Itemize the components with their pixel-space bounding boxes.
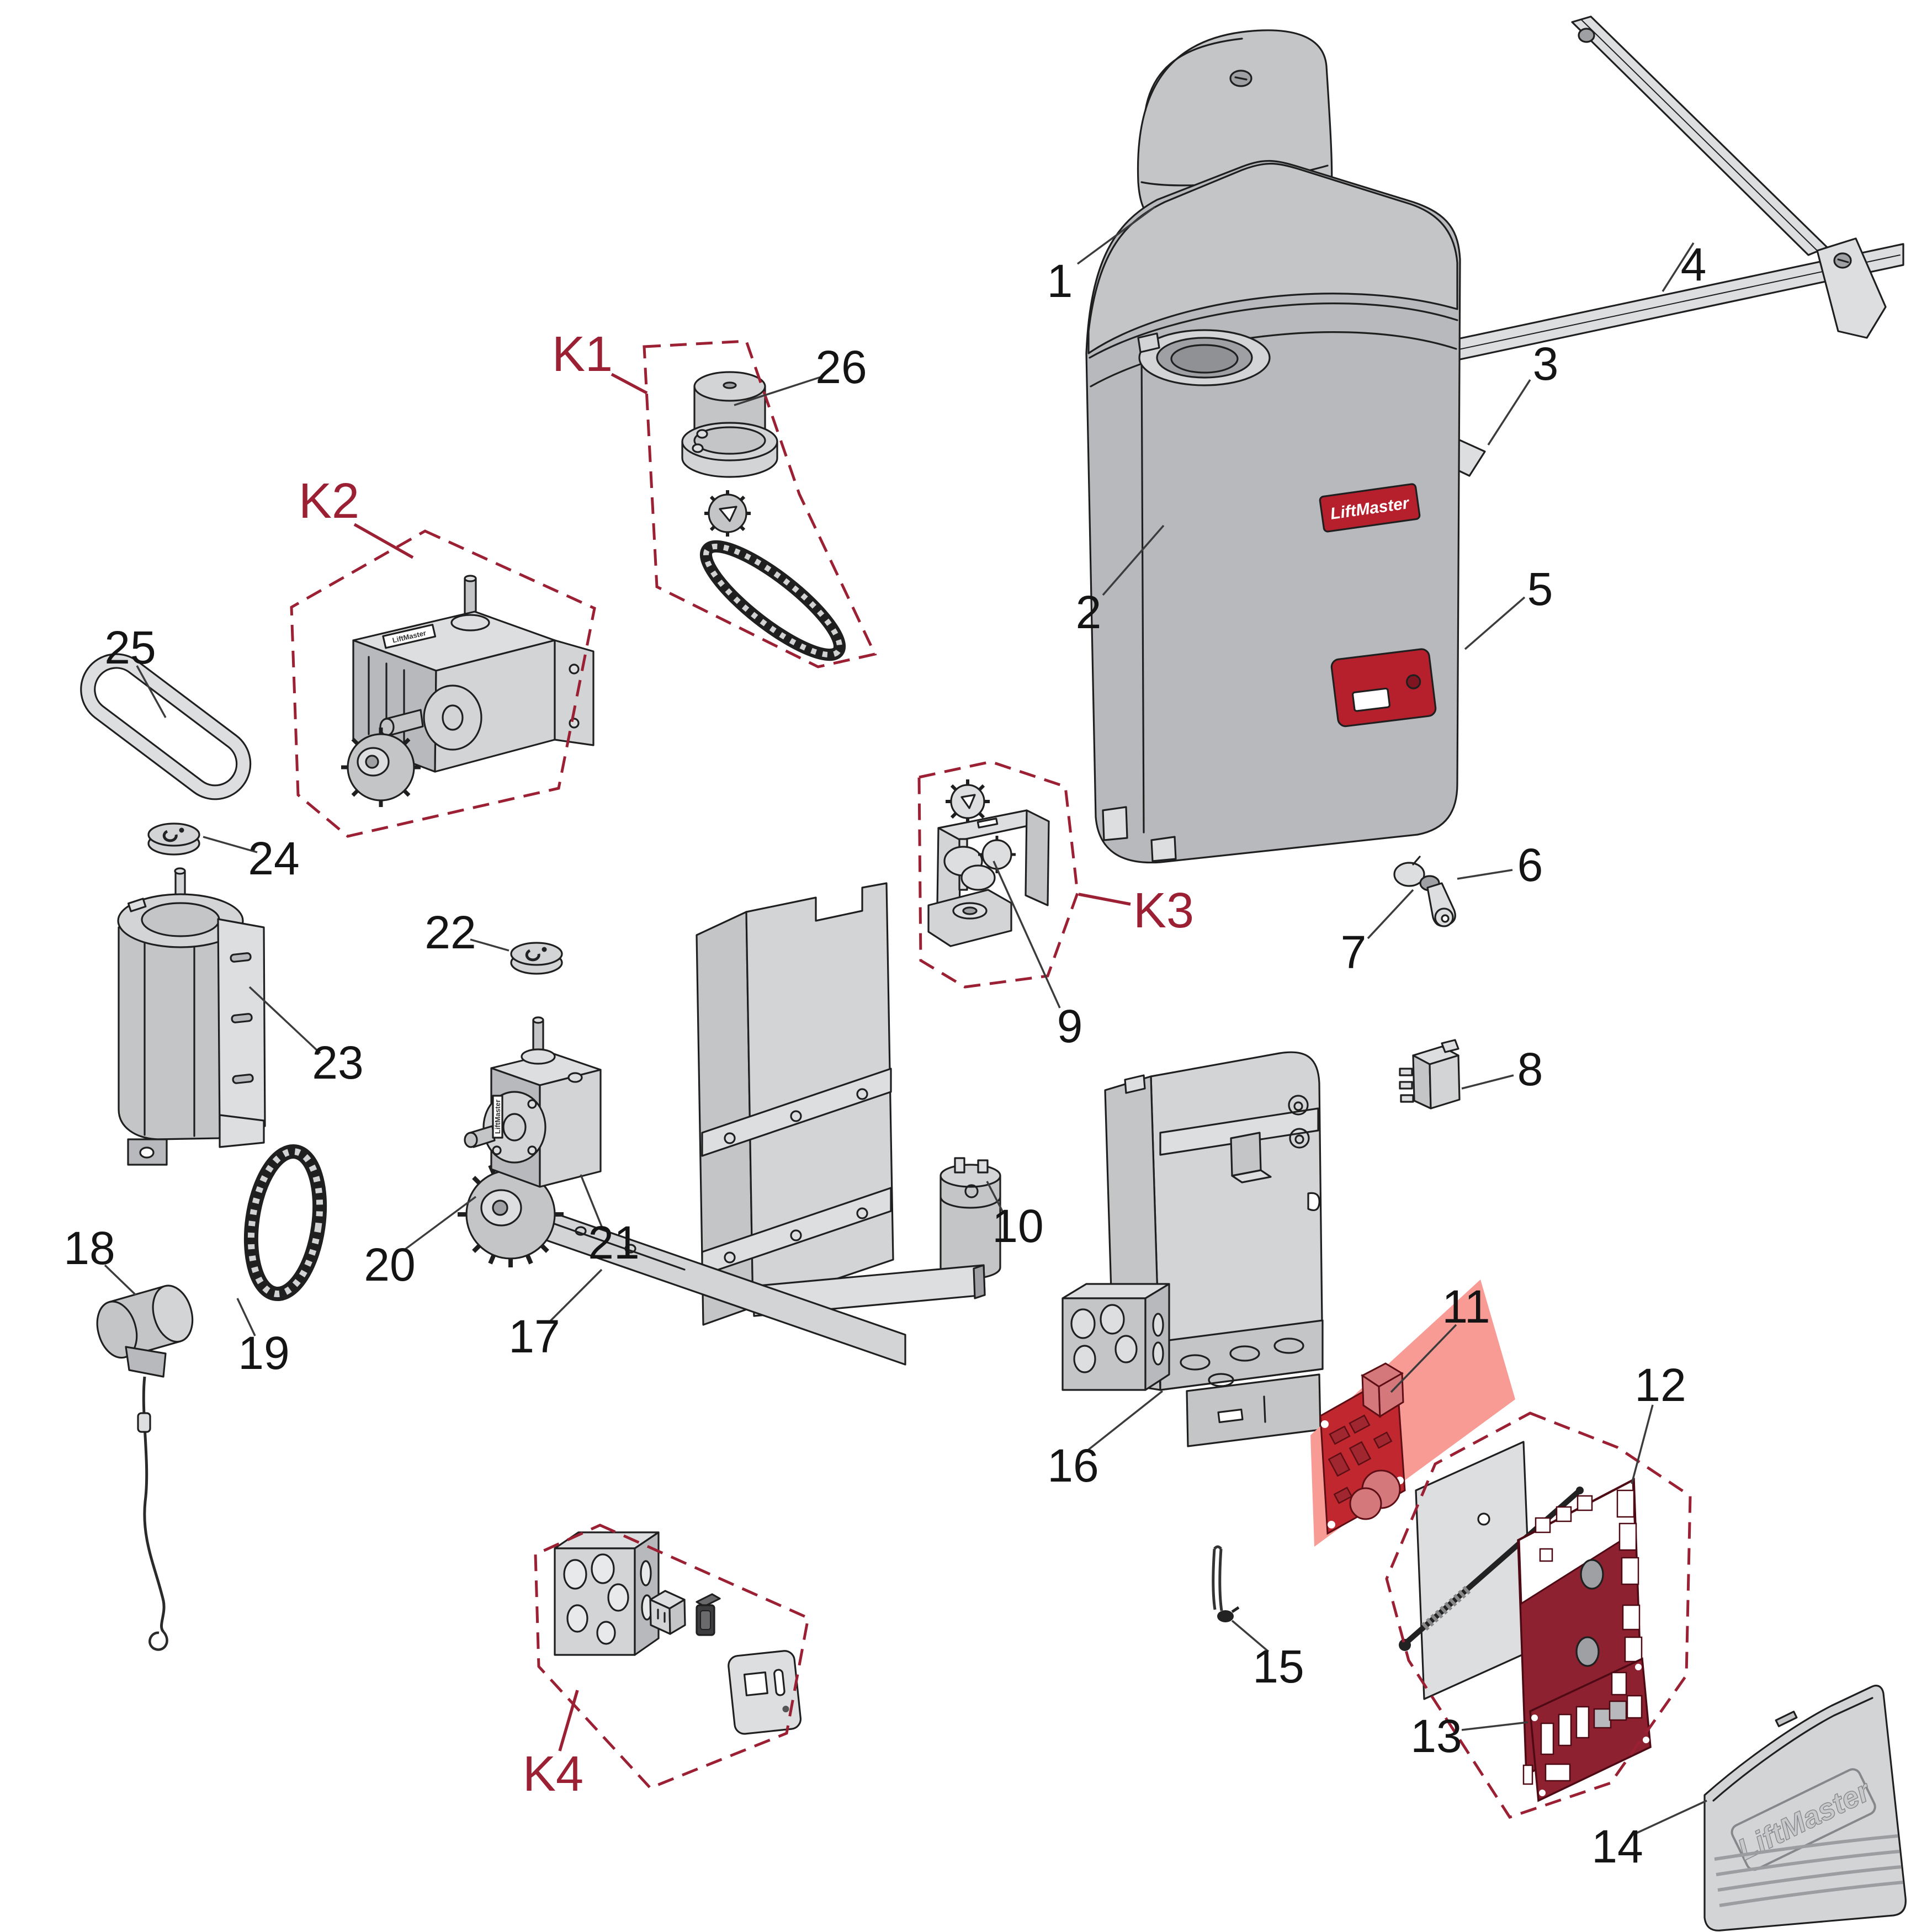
part-label-20: 20 bbox=[364, 1239, 415, 1291]
leader-23 bbox=[248, 986, 321, 1054]
kit-label-k1: K1 bbox=[552, 327, 613, 382]
leader-20 bbox=[402, 1196, 477, 1252]
part-label-3: 3 bbox=[1533, 338, 1559, 390]
leader-17 bbox=[549, 1268, 603, 1323]
kit-label-k2: K2 bbox=[299, 474, 359, 529]
part-11-board bbox=[1319, 1362, 1406, 1535]
part-9-limit-assembly bbox=[927, 779, 1050, 947]
leader-6 bbox=[1457, 869, 1513, 880]
kit-label-k3: K3 bbox=[1133, 883, 1194, 938]
part-label-25: 25 bbox=[104, 622, 156, 673]
kit-labels: K1 K2 K3 K4 bbox=[299, 327, 1194, 1802]
part-25-belt bbox=[80, 653, 252, 800]
leader-2 bbox=[1102, 524, 1165, 596]
leader-16 bbox=[1087, 1390, 1164, 1451]
leader-k4 bbox=[558, 1690, 579, 1751]
part-label-10: 10 bbox=[992, 1200, 1043, 1252]
part-label-6: 6 bbox=[1517, 839, 1543, 891]
part-label-17: 17 bbox=[508, 1310, 560, 1362]
leader-21 bbox=[580, 1174, 603, 1227]
leader-15 bbox=[1231, 1620, 1270, 1653]
leader-5 bbox=[1464, 596, 1526, 650]
part-label-22: 22 bbox=[424, 906, 476, 958]
leader-1 bbox=[1076, 206, 1156, 265]
part-label-7: 7 bbox=[1341, 926, 1367, 978]
leader-lines bbox=[104, 206, 1707, 1835]
leader-14 bbox=[1634, 1800, 1707, 1835]
part-22-pulley bbox=[510, 942, 563, 975]
part-label-15: 15 bbox=[1252, 1641, 1304, 1692]
leader-10 bbox=[986, 1181, 1005, 1214]
part-24-pulley bbox=[147, 822, 200, 856]
leader-25 bbox=[136, 665, 167, 718]
part-19-chain bbox=[243, 1144, 327, 1302]
leader-19 bbox=[236, 1298, 256, 1336]
part-8-switch bbox=[1399, 1039, 1461, 1110]
part-23-motor bbox=[117, 867, 266, 1166]
kit-k2-boundary bbox=[290, 529, 596, 838]
part-14-cover: LiftMaster bbox=[1703, 1685, 1907, 1931]
part-label-9: 9 bbox=[1057, 1000, 1083, 1052]
part-12-plate bbox=[1399, 1441, 1584, 1700]
part-10-capacitor bbox=[940, 1157, 1001, 1280]
kit-k3-boundary bbox=[917, 760, 1079, 989]
part-label-23: 23 bbox=[312, 1037, 363, 1089]
leader-k2 bbox=[353, 523, 414, 559]
part-label-18: 18 bbox=[63, 1222, 115, 1274]
part-18-capacitor-wire bbox=[96, 1285, 194, 1651]
part-label-24: 24 bbox=[248, 832, 299, 884]
part-label-21: 21 bbox=[588, 1217, 639, 1268]
part-label-13: 13 bbox=[1410, 1710, 1462, 1762]
part-5-housing: LiftMaster bbox=[1085, 160, 1461, 864]
housing-access-panel bbox=[1330, 648, 1437, 728]
part-12-boundary bbox=[1385, 1411, 1692, 1819]
leader-22 bbox=[470, 938, 509, 952]
leader-11 bbox=[1390, 1324, 1457, 1393]
leader-9 bbox=[992, 861, 1061, 1009]
part-label-11: 11 bbox=[1442, 1281, 1490, 1333]
part-21-gearbox: LiftMaster bbox=[464, 1016, 602, 1188]
kit-k1-boundary bbox=[643, 339, 877, 668]
part-4-arm-rails bbox=[1358, 15, 1904, 382]
leader-k3 bbox=[1078, 893, 1131, 906]
leader-12 bbox=[1631, 1404, 1654, 1484]
leader-18 bbox=[104, 1264, 137, 1296]
part-label-2: 2 bbox=[1076, 586, 1102, 638]
part-label-14: 14 bbox=[1591, 1820, 1643, 1872]
leader-8 bbox=[1461, 1074, 1514, 1090]
housing-brand-badge: LiftMaster bbox=[1319, 483, 1421, 533]
leader-7 bbox=[1367, 889, 1414, 940]
part-label-16: 16 bbox=[1047, 1440, 1098, 1492]
part-label-4: 4 bbox=[1681, 238, 1707, 290]
leader-24 bbox=[203, 836, 258, 853]
leader-4 bbox=[1662, 242, 1695, 292]
part-26-drum-kit bbox=[681, 371, 846, 661]
leader-3 bbox=[1487, 379, 1531, 445]
part-20-sprocket bbox=[458, 1161, 564, 1267]
part-label-12: 12 bbox=[1634, 1359, 1686, 1411]
gearbox-brand-tag: LiftMaster bbox=[493, 1100, 502, 1134]
part-16-chassis bbox=[1061, 1051, 1324, 1447]
part-label-5: 5 bbox=[1527, 563, 1553, 615]
kit-label-k4: K4 bbox=[523, 1747, 583, 1802]
leader-26 bbox=[734, 375, 823, 406]
part-labels: 1 2 3 4 5 6 7 8 9 10 11 12 13 14 15 16 1… bbox=[63, 238, 1706, 1872]
part-label-19: 19 bbox=[238, 1327, 289, 1379]
part-label-26: 26 bbox=[815, 341, 867, 393]
part-13-board bbox=[1529, 1657, 1652, 1802]
leader-k1 bbox=[611, 373, 648, 395]
part-label-1: 1 bbox=[1047, 255, 1073, 307]
kit-k4-junction-box bbox=[554, 1531, 802, 1735]
part-label-8: 8 bbox=[1517, 1043, 1543, 1095]
part-15-antenna bbox=[1212, 1545, 1240, 1622]
leader-13 bbox=[1461, 1721, 1528, 1731]
part-6-lock-and-key bbox=[1393, 856, 1456, 927]
kit-k2-gearbox: LiftMaster bbox=[341, 575, 595, 807]
